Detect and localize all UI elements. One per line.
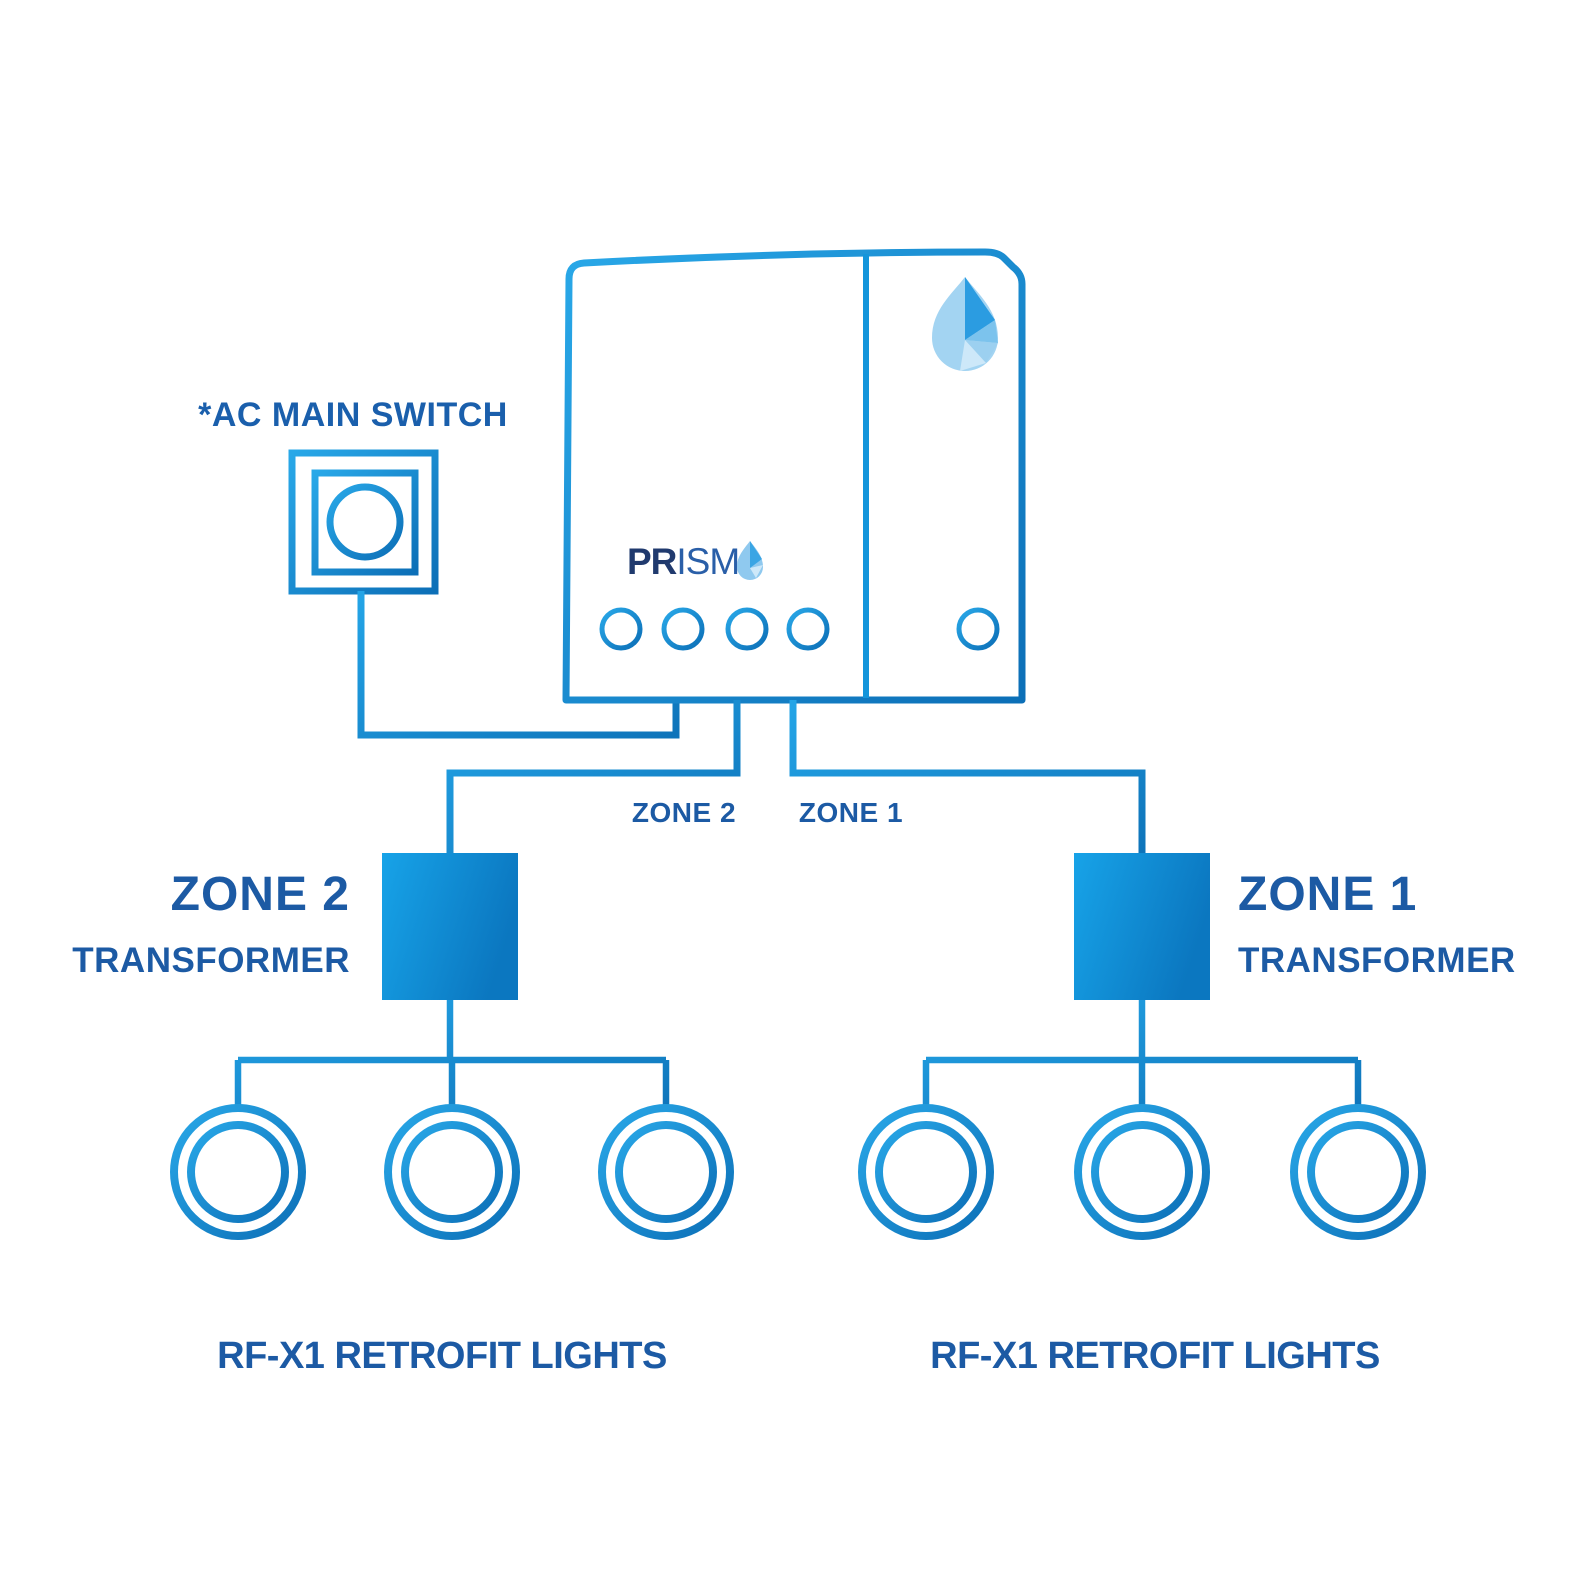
zone2-transformer (382, 853, 518, 1000)
zone2-title: ZONE 2 (171, 868, 350, 921)
prism-logo-pr: PR (627, 541, 677, 582)
light-fixture (170, 1104, 306, 1240)
ac-power-wire (357, 591, 680, 739)
ac-main-switch (288, 449, 439, 595)
zone2-lights-label: RF-X1 RETROFIT LIGHTS (217, 1335, 667, 1377)
prism-drop-icon (737, 541, 763, 580)
switch-button-icon (326, 483, 404, 561)
zone1-lights-label: RF-X1 RETROFIT LIGHTS (930, 1335, 1380, 1377)
zone1-transformer (1074, 853, 1210, 1000)
zone2-lights-bus (234, 1000, 670, 1110)
light-fixture (1074, 1104, 1210, 1240)
prism-logo-ism: ISM (676, 541, 739, 582)
zone1-wire-label: ZONE 1 (799, 797, 903, 828)
prism-logo-text: PRISM (627, 541, 739, 582)
zone2-lights (170, 1104, 734, 1240)
controller-outline (562, 248, 1026, 704)
prism-logo: PRISM (627, 541, 763, 582)
ac-main-switch-group: *AC MAIN SWITCH (198, 396, 680, 739)
zone1-lights (858, 1104, 1426, 1240)
zone2-subtitle: TRANSFORMER (72, 941, 350, 980)
zone2-group: ZONE 2 TRANSFORMER RF-X1 RETROFIT LIGHTS (72, 853, 734, 1377)
controller-button-1-icon (599, 607, 643, 651)
controller-buttons (599, 607, 1000, 651)
controller-button-4-icon (786, 607, 830, 651)
light-fixture (384, 1104, 520, 1240)
zone1-output-wire (789, 700, 1146, 853)
zone1-subtitle: TRANSFORMER (1238, 941, 1516, 980)
light-fixture (858, 1104, 994, 1240)
controller-side-button-icon (956, 607, 1000, 651)
water-drop-icon (932, 277, 998, 371)
light-fixture (598, 1104, 734, 1240)
light-fixture (1290, 1104, 1426, 1240)
zone2-output-wire (446, 700, 741, 853)
controller-button-3-icon (725, 607, 769, 651)
controller-button-2-icon (661, 607, 705, 651)
zone1-lights-bus (922, 1000, 1362, 1110)
ac-main-switch-label: *AC MAIN SWITCH (198, 396, 508, 434)
prism-controller: PRISM (562, 248, 1026, 704)
zone1-title: ZONE 1 (1238, 868, 1417, 921)
switch-inner-plate (311, 469, 419, 576)
zone2-wire-label: ZONE 2 (632, 797, 736, 828)
zone1-group: ZONE 1 TRANSFORMER RF-X1 RETROFIT LIGHTS (858, 853, 1516, 1377)
